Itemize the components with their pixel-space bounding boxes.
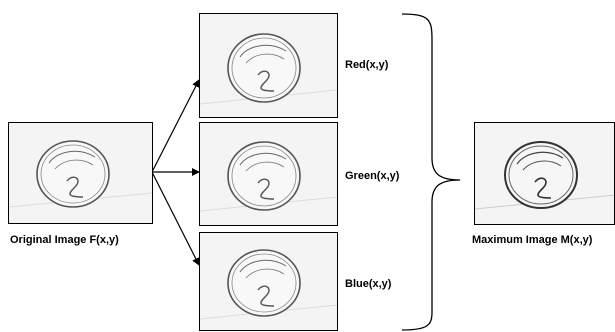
label-maximum: Maximum Image M(x,y) — [472, 234, 593, 246]
red-channel-image — [199, 13, 338, 118]
green-channel-image — [199, 122, 338, 226]
arrow-to-blue — [151, 171, 200, 266]
coin-illustration — [200, 33, 337, 105]
label-green: Green(x,y) — [345, 170, 400, 182]
label-blue: Blue(x,y) — [345, 278, 392, 290]
original-image — [8, 122, 153, 224]
arrow-to-red — [151, 79, 200, 173]
blue-channel-image — [199, 232, 338, 331]
label-original: Original Image F(x,y) — [10, 234, 119, 246]
curly-brace — [401, 13, 461, 331]
coin-illustration — [9, 140, 152, 208]
label-red: Red(x,y) — [345, 59, 389, 71]
coin-illustration — [200, 249, 337, 320]
coin-illustration — [475, 141, 614, 210]
maximum-image — [474, 122, 615, 225]
coin-illustration — [200, 141, 337, 212]
